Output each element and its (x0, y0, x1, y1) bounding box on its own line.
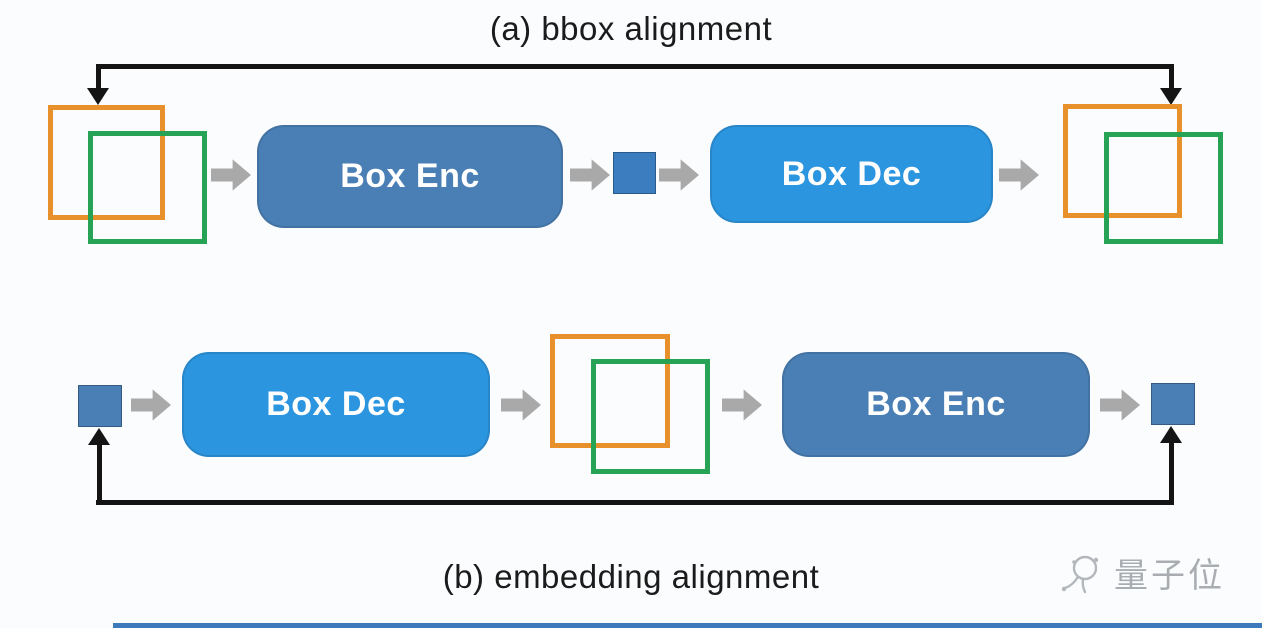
bbox-orange-input-a (48, 105, 165, 220)
watermark: 量子位 (1058, 548, 1225, 597)
feedback-line-top-right-vertical (1169, 64, 1174, 90)
right-block-arrow-icon (722, 389, 762, 421)
embedding-square-b-left (78, 385, 122, 427)
qbitai-atom-icon (1061, 555, 1099, 593)
feedback-line-top-left-vertical (96, 64, 101, 90)
right-block-arrow-icon (570, 159, 610, 191)
right-block-arrow-icon (211, 159, 251, 191)
arrow-up-icon (88, 428, 110, 445)
footer-accent-bar (113, 623, 1262, 628)
box-dec-label-a: Box Dec (781, 154, 922, 193)
right-block-arrow-icon (999, 159, 1039, 191)
bbox-orange-output-a (1063, 104, 1182, 218)
embedding-square-b-right (1151, 383, 1195, 425)
feedback-line-bottom-left-vertical (97, 442, 102, 502)
box-enc-node-a: Box Enc (257, 125, 563, 228)
bbox-green-input-a (88, 131, 207, 244)
bbox-orange-mid-b (550, 334, 670, 448)
embedding-square-a (613, 152, 656, 194)
feedback-line-top-horizontal (96, 64, 1174, 69)
feedback-line-bottom-right-vertical (1169, 440, 1174, 502)
right-block-arrow-icon (659, 159, 699, 191)
box-enc-label-b: Box Enc (866, 385, 1006, 423)
bbox-green-mid-b (591, 359, 710, 474)
feedback-line-bottom-horizontal (96, 500, 1174, 505)
right-block-arrow-icon (501, 389, 541, 421)
watermark-brand-text: 量子位 (1114, 557, 1225, 595)
box-dec-node-b: Box Dec (182, 352, 490, 457)
arrow-up-icon (1160, 426, 1182, 443)
right-block-arrow-icon (131, 389, 171, 421)
figure-caption-b: (b) embedding alignment (442, 558, 820, 595)
box-enc-label-a: Box Enc (340, 157, 480, 195)
arrow-down-icon (87, 88, 109, 105)
bbox-green-output-a (1104, 132, 1223, 244)
box-dec-node-a: Box Dec (710, 125, 993, 223)
figure-caption-a: (a) bbox alignment (489, 10, 773, 47)
box-enc-node-b: Box Enc (782, 352, 1090, 457)
box-dec-label-b: Box Dec (266, 385, 406, 423)
arrow-down-icon (1160, 88, 1182, 105)
right-block-arrow-icon (1100, 389, 1140, 421)
